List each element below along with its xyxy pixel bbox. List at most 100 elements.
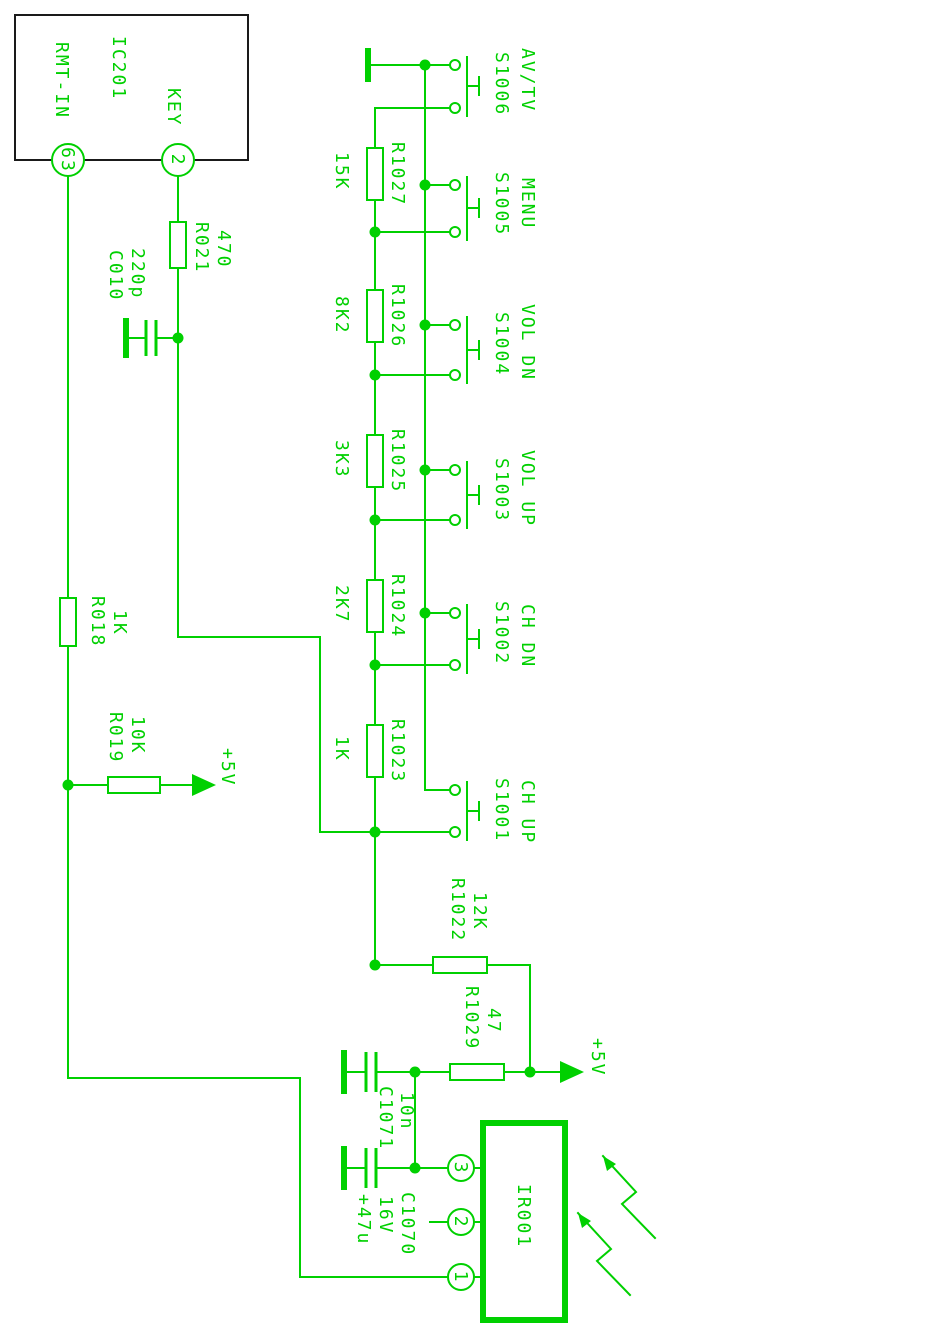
r018-value-label: 1K — [109, 610, 130, 636]
s1003-function-label: VOL UP — [517, 450, 538, 527]
ir001-pin1-number: 1 — [450, 1271, 471, 1284]
switch-s1005: S1005 MENU — [374, 172, 538, 241]
resistor-body — [107, 776, 161, 794]
resistor-r1023: R1023 1K — [331, 719, 408, 783]
capacitor-c1071: C1071 10n — [364, 1052, 417, 1150]
resistor-body — [366, 434, 384, 488]
junction-dots — [62, 59, 536, 1174]
power-arrow-icon — [560, 1061, 584, 1083]
switch-contact — [449, 659, 461, 671]
ir-wave-arrowhead-icon — [578, 1213, 591, 1228]
switch-contact — [449, 179, 461, 191]
r1022-value-label: 12K — [469, 892, 490, 931]
switch-contact — [449, 826, 461, 838]
capacitor-c1070: +47u 16V C1070 — [353, 1148, 418, 1256]
c1070-ref-label: C1070 — [397, 1192, 418, 1256]
ground-symbols — [123, 48, 371, 1190]
resistor-r1026: R1026 8K2 — [331, 284, 408, 348]
c1071-value-label: 10n — [396, 1092, 417, 1131]
ic201-ref-label: IC201 — [108, 36, 129, 100]
r1025-value-label: 3K3 — [331, 440, 352, 479]
r1022-ref-label: R1022 — [447, 878, 468, 942]
s1002-ref-label: S1002 — [491, 601, 512, 665]
resistor-r1024: R1024 2K7 — [331, 574, 408, 638]
r1024-value-label: 2K7 — [331, 585, 352, 624]
junction-dot — [369, 659, 381, 671]
ir001-pin2-number: 2 — [450, 1216, 471, 1229]
resistor-r1029: R1029 47 — [449, 986, 505, 1081]
junction-dot — [62, 779, 74, 791]
resistor-body — [169, 221, 187, 269]
resistor-body — [366, 147, 384, 201]
c1071-ref-label: C1071 — [375, 1086, 396, 1150]
junction-dot — [419, 464, 431, 476]
switch-contact — [449, 369, 461, 381]
ir001-body — [480, 1120, 568, 1323]
junction-dot — [369, 826, 381, 838]
c1070-voltage-label: 16V — [375, 1196, 396, 1235]
junction-dot — [369, 959, 381, 971]
ir001-pin1-circle — [447, 1263, 475, 1291]
resistor-r1027: R1027 15K — [331, 142, 408, 206]
ic201-rmt-pin-label: RMT-IN — [51, 42, 72, 119]
c010-ref-label: C010 — [105, 250, 126, 301]
r1024-ref-label: R1024 — [387, 574, 408, 638]
ir001: IR001 3 2 1 — [447, 1120, 568, 1323]
switch-s1006: S1006 AV/TV — [374, 48, 538, 117]
r019-value-label: 10K — [127, 716, 148, 755]
power-5v-label: +5V — [217, 748, 238, 787]
r1026-value-label: 8K2 — [331, 296, 352, 335]
resistor-body — [366, 289, 384, 343]
s1006-function-label: AV/TV — [517, 48, 538, 112]
ir-wave-icon — [576, 1211, 632, 1297]
resistor-body — [59, 597, 77, 647]
r1029-ref-label: R1029 — [461, 986, 482, 1050]
r1027-ref-label: R1027 — [387, 142, 408, 206]
r1025-ref-label: R1025 — [387, 429, 408, 493]
resistor-r019: R019 10K — [105, 712, 161, 794]
resistor-r018: R018 1K — [59, 596, 130, 647]
wire-nodek-to-ladder — [177, 337, 376, 833]
r021-ref-label: R021 — [191, 222, 212, 273]
switch-contact — [449, 59, 461, 71]
junction-dot — [419, 59, 431, 71]
wire-r1022-to-5v — [486, 964, 531, 1073]
r1023-ref-label: R1023 — [387, 719, 408, 783]
ic201-body — [14, 14, 249, 161]
resistor-r1025: R1025 3K3 — [331, 429, 408, 493]
s1001-ref-label: S1001 — [491, 778, 512, 842]
ir001-pin2-circle — [447, 1208, 475, 1236]
capacitor-c010: C010 220p — [105, 248, 158, 356]
switch-s1002: S1002 CH DN — [374, 601, 538, 674]
junction-dot — [369, 369, 381, 381]
r1026-ref-label: R1026 — [387, 284, 408, 348]
resistor-r021: R021 470 — [169, 221, 234, 273]
c1070-value-label: +47u — [353, 1194, 374, 1245]
s1005-ref-label: S1005 — [491, 172, 512, 236]
r019-ref-label: R019 — [105, 712, 126, 763]
junction-dot — [419, 607, 431, 619]
resistor-body — [432, 956, 488, 974]
junction-dot — [172, 332, 184, 344]
switch-contact — [449, 464, 461, 476]
resistor-body — [366, 579, 384, 633]
resistor-body — [366, 724, 384, 778]
ic201-pin63-circle — [51, 143, 85, 177]
s1002-function-label: CH DN — [517, 604, 538, 668]
switch-contact — [449, 784, 461, 796]
switch-contact — [449, 607, 461, 619]
ir-wave-arrowhead-icon — [603, 1156, 616, 1171]
s1004-ref-label: S1004 — [491, 312, 512, 376]
r1023-value-label: 1K — [331, 736, 352, 762]
switch-contact — [449, 514, 461, 526]
ic201: IC201 KEY RMT-IN 2 63 — [14, 14, 249, 177]
wire-net — [67, 64, 561, 1278]
s1004-function-label: VOL DN — [517, 304, 538, 381]
s1001-function-label: CH UP — [517, 780, 538, 844]
ir-waves — [576, 1154, 657, 1297]
resistor-r1022: R1022 12K — [432, 878, 490, 974]
ic201-pin2-number: 2 — [167, 154, 188, 167]
junction-dot — [409, 1162, 421, 1174]
